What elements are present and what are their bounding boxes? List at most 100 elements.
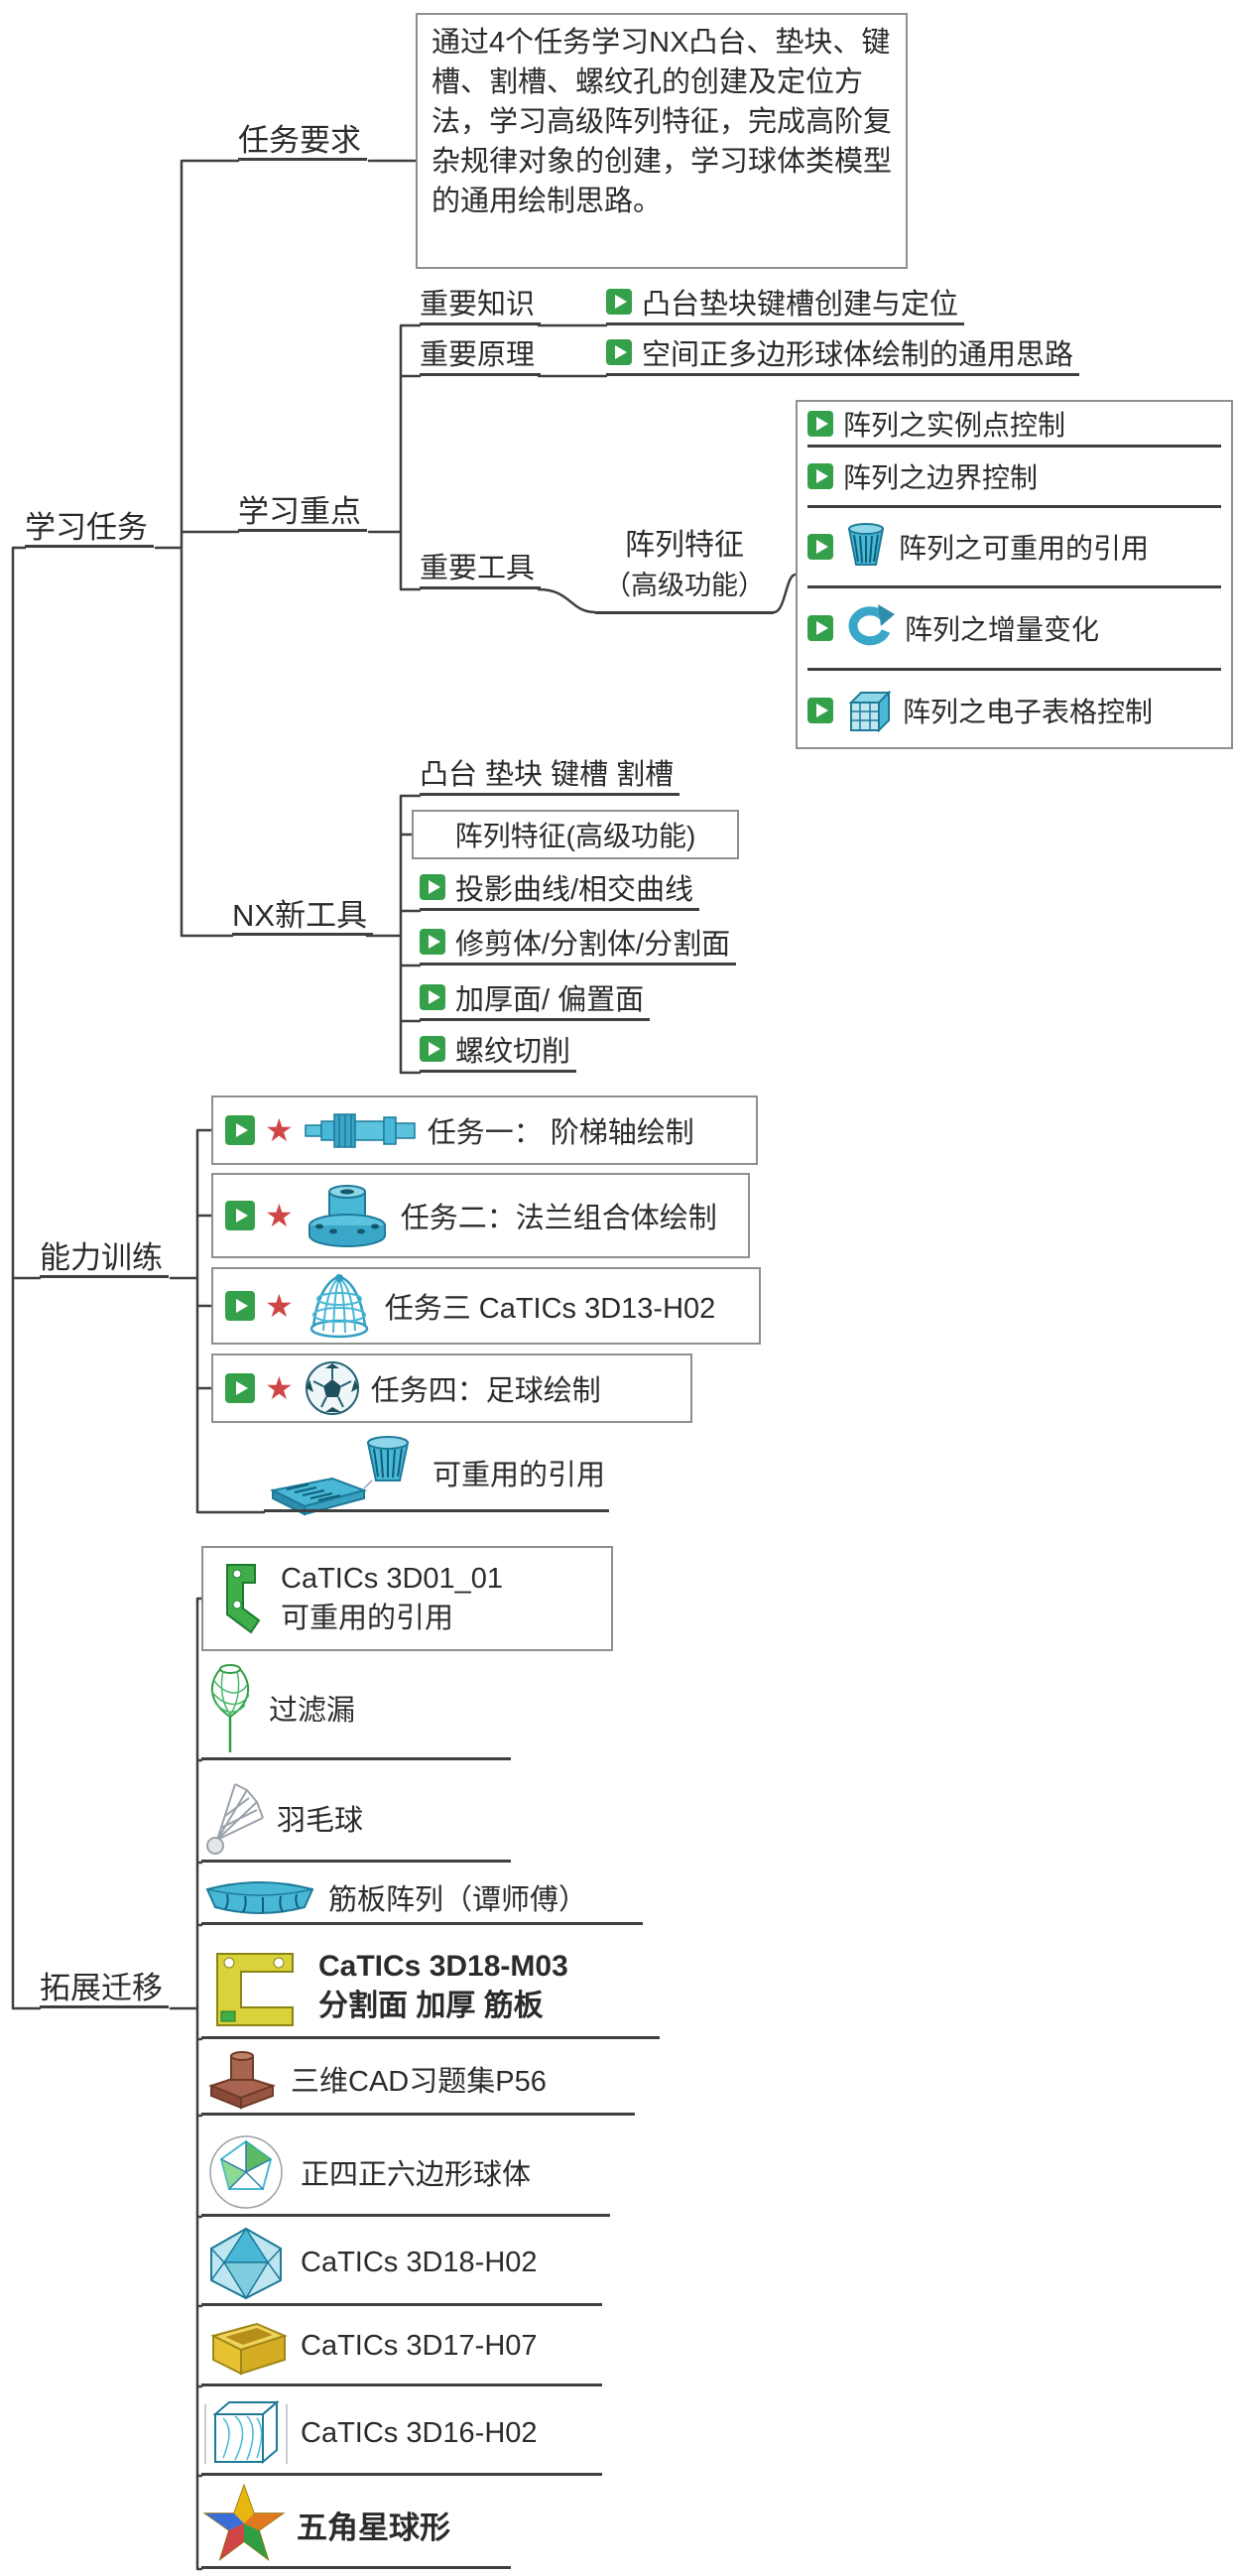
branch-extension[interactable]: 拓展迁移: [40, 1964, 169, 2008]
node-task-requirements[interactable]: 任务要求: [238, 116, 367, 161]
item-line1: CaTICs 3D18-M03: [318, 1950, 568, 1983]
task-requirements-content[interactable]: 通过4个任务学习NX凸台、垫块、键槽、割槽、螺纹孔的创建及定位方法，学习高级阵列…: [416, 13, 908, 269]
star-ball-icon: [202, 2484, 286, 2561]
ext-item-catics-3d18-h02[interactable]: CaTICs 3D18-H02: [201, 2223, 602, 2306]
pattern-feature-line2: （高级功能）: [604, 571, 765, 600]
item-label: 三维CAD习题集P56: [291, 2065, 547, 2098]
branch-label: 学习任务: [25, 509, 148, 545]
item-label: 螺纹切削: [455, 1036, 571, 1068]
item-line1: CaTICs 3D01_01: [281, 1563, 504, 1595]
strainer-plate-icon: [269, 1436, 410, 1516]
pattern-item-instance-point[interactable]: 阵列之实例点控制: [807, 402, 1221, 448]
node-label: 空间正多边形球体绘制的通用思路: [642, 339, 1074, 371]
node-label: 学习重点: [238, 493, 361, 529]
item-label: CaTICs 3D18-H02: [301, 2247, 538, 2278]
play-icon: [225, 1115, 255, 1145]
node-label: 重要工具: [420, 553, 536, 584]
soccer-ball-icon: [305, 1361, 359, 1415]
item-line2: 可重用的引用: [281, 1603, 454, 1634]
cube-cage-icon: [204, 2399, 288, 2465]
node-knowledge[interactable]: 重要知识: [420, 281, 542, 325]
play-icon: [420, 984, 445, 1010]
item-label: 修剪体/分割体/分割面: [455, 929, 731, 961]
node-label: 重要原理: [420, 339, 536, 371]
play-icon: [606, 339, 632, 365]
node-pattern-feature[interactable]: 阵列特征 （高级功能）: [595, 526, 774, 614]
pattern-item-reusable-reference[interactable]: 阵列之可重用的引用: [807, 508, 1221, 588]
task-1-stepped-shaft[interactable]: 任务一： 阶梯轴绘制: [211, 1095, 758, 1165]
branch-learning-task[interactable]: 学习任务: [25, 503, 154, 548]
nx-item-projected-intersect-curve[interactable]: 投影曲线/相交曲线: [420, 866, 700, 911]
ext-item-catics-3d18-m03[interactable]: CaTICs 3D18-M03 分割面 加厚 筋板: [201, 1937, 660, 2039]
play-icon: [420, 929, 445, 955]
task-label: 任务一： 阶梯轴绘制: [427, 1117, 694, 1149]
play-icon: [225, 1373, 255, 1403]
branch-ability-training[interactable]: 能力训练: [40, 1233, 169, 1278]
item-label: 阵列之增量变化: [905, 614, 1100, 645]
task-4-soccer-ball[interactable]: 任务四：足球绘制: [211, 1353, 692, 1423]
task-2-flange-assembly[interactable]: 任务二：法兰组合体绘制: [211, 1173, 750, 1258]
wire-cage-icon: [309, 1274, 368, 1339]
item-label: 五角星球形: [297, 2510, 450, 2545]
play-icon: [807, 463, 833, 489]
star-icon: [265, 1200, 294, 1231]
nx-item-thread-cutting[interactable]: 螺纹切削: [420, 1028, 577, 1073]
ext-item-pentagram-sphere[interactable]: 五角星球形: [201, 2483, 511, 2569]
item-label: 阵列之可重用的引用: [899, 533, 1150, 564]
stepped-shaft-icon: [304, 1113, 416, 1148]
play-icon: [807, 410, 833, 437]
poly-sphere-icon: [209, 2134, 283, 2209]
task-3-catics-3d13-h02[interactable]: 任务三 CaTICs 3D13-H02: [211, 1267, 761, 1345]
node-tools[interactable]: 重要工具: [420, 545, 542, 589]
nx-item-trim-split-body-face[interactable]: 修剪体/分割体/分割面: [420, 921, 737, 966]
flange-icon: [308, 1185, 386, 1247]
item-label: 过滤漏: [269, 1694, 356, 1727]
item-line2: 分割面 加厚 筋板: [318, 1990, 544, 2022]
node-label: 重要知识: [420, 289, 536, 321]
branch-label: 能力训练: [40, 1239, 163, 1275]
ext-item-shuttlecock[interactable]: 羽毛球: [201, 1776, 511, 1863]
ext-item-catics-3d17-h07[interactable]: CaTICs 3D17-H07: [201, 2308, 602, 2386]
icosahedron-icon: [209, 2227, 283, 2299]
item-label: 加厚面/ 偏置面: [455, 984, 645, 1016]
node-reusable-reference[interactable]: 可重用的引用: [264, 1435, 609, 1512]
brown-part-icon: [208, 2050, 277, 2109]
play-icon: [807, 534, 833, 560]
play-icon: [807, 697, 833, 723]
ext-item-filter-funnel[interactable]: 过滤漏: [201, 1657, 511, 1760]
ext-item-polygon-sphere[interactable]: 正四正六边形球体: [201, 2129, 610, 2217]
play-icon: [420, 874, 445, 900]
item-label: 投影曲线/相交曲线: [455, 874, 694, 906]
task-label: 任务四：足球绘制: [370, 1375, 601, 1407]
node-learning-focus[interactable]: 学习重点: [238, 487, 367, 532]
node-label: NX新工具: [232, 897, 368, 933]
node-knowledge-item[interactable]: 凸台垫块键槽创建与定位: [606, 281, 965, 325]
ext-item-rib-array[interactable]: 筋板阵列（谭师傅）: [201, 1871, 643, 1925]
star-icon: [265, 1372, 294, 1404]
ext-item-catics-3d01-01[interactable]: CaTICs 3D01_01 可重用的引用: [201, 1546, 613, 1651]
play-icon: [606, 289, 632, 315]
green-bracket-icon: [226, 1564, 261, 1634]
pattern-item-increment-change[interactable]: 阵列之增量变化: [807, 588, 1221, 671]
node-principle[interactable]: 重要原理: [420, 331, 542, 376]
yellow-bracket-icon: [216, 1953, 294, 2026]
ext-item-catics-3d16-h02[interactable]: CaTICs 3D16-H02: [201, 2393, 602, 2476]
pattern-item-spreadsheet-control[interactable]: 阵列之电子表格控制: [807, 671, 1221, 747]
task-label: 任务二：法兰组合体绘制: [400, 1203, 717, 1234]
node-nx-tools[interactable]: NX新工具: [232, 891, 374, 936]
nx-item-thicken-offset-face[interactable]: 加厚面/ 偏置面: [420, 976, 651, 1021]
nx-item-boss-pad-keyslot-groove[interactable]: 凸台 垫块 键槽 割槽: [420, 751, 680, 796]
ext-item-3d-cad-workbook-p56[interactable]: 三维CAD习题集P56: [201, 2044, 635, 2116]
pattern-item-boundary[interactable]: 阵列之边界控制: [807, 448, 1221, 508]
item-label: 阵列之电子表格控制: [903, 696, 1154, 727]
funnel-icon: [210, 1663, 250, 1752]
nx-item-pattern-feature-box[interactable]: 阵列特征(高级功能): [412, 810, 739, 859]
node-principle-item[interactable]: 空间正多边形球体绘制的通用思路: [606, 331, 1080, 376]
strainer-icon: [847, 523, 885, 566]
item-label: 阵列之实例点控制: [843, 409, 1066, 441]
task-requirements-text: 通过4个任务学习NX凸台、垫块、键槽、割槽、螺纹孔的创建及定位方法，学习高级阵列…: [432, 27, 893, 217]
item-label: CaTICs 3D17-H07: [301, 2329, 538, 2362]
pattern-feature-line1: 阵列特征: [625, 529, 744, 562]
play-icon: [807, 615, 833, 641]
